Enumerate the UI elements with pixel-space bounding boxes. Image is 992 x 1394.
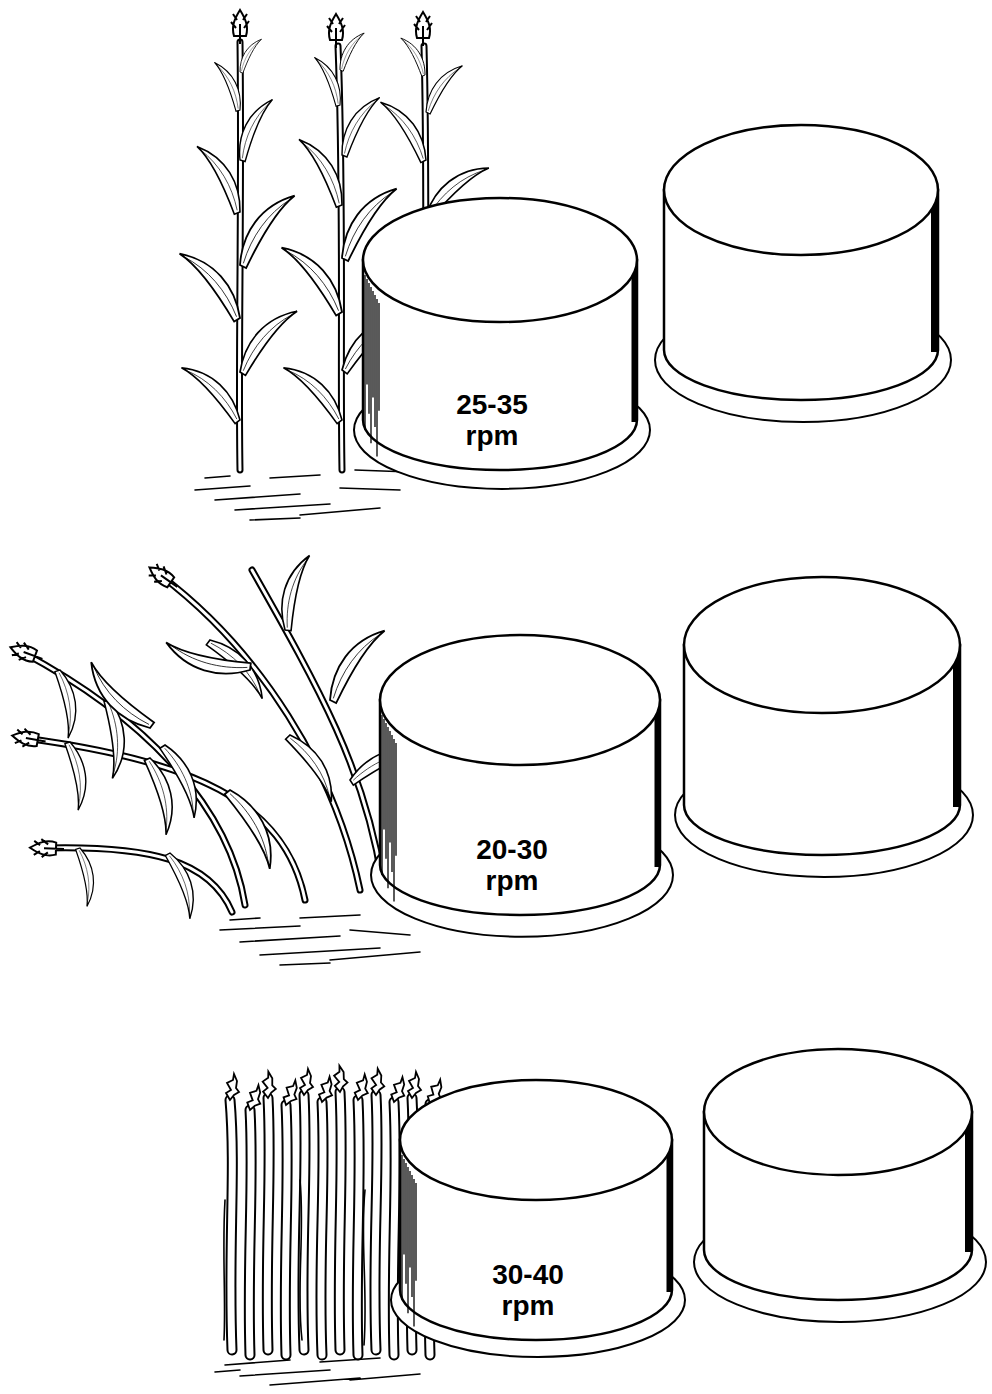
drum-shade <box>931 200 937 352</box>
rpm-label: 25-35 rpm <box>442 389 542 451</box>
seed-head <box>318 1076 334 1104</box>
corn-stalk <box>22 652 245 905</box>
drum-shade <box>632 270 637 422</box>
seed-head <box>332 1065 349 1093</box>
corn-leaf <box>85 650 155 740</box>
seed-head <box>300 1069 313 1095</box>
drum-top <box>380 635 660 765</box>
drum-hatching <box>391 735 392 872</box>
speed-label: 20-30 rpm <box>462 834 562 896</box>
corn-stalk <box>160 575 360 890</box>
rpm-label: 20-30 rpm <box>462 834 562 896</box>
ground-marks <box>215 1358 420 1385</box>
stem-lines <box>224 1180 365 1345</box>
corn-leaf <box>266 552 328 632</box>
drum-hatching <box>405 1163 406 1284</box>
corn-leaf <box>232 37 269 74</box>
corn-stalk <box>160 575 360 890</box>
drum-hatching <box>409 1171 410 1268</box>
roller-drum: 30-40 rpm <box>386 1076 686 1362</box>
drum-hatching <box>381 715 382 875</box>
drum-top <box>400 1080 672 1200</box>
corn-leaf <box>144 758 172 835</box>
drum-hatching <box>389 731 390 843</box>
corn-tassel <box>414 12 432 46</box>
rpm-label: 30-40 rpm <box>478 1259 578 1321</box>
seed-head <box>408 1072 421 1098</box>
corn-tassel <box>327 14 345 48</box>
speed-label: 25-35 rpm <box>442 389 542 451</box>
ground-marks <box>220 915 420 965</box>
seed-head <box>370 1068 385 1095</box>
drum-top <box>704 1049 972 1175</box>
ground-marks <box>195 470 410 520</box>
drum-top <box>664 125 938 255</box>
drum-hatching <box>364 275 365 430</box>
seed-head <box>246 1084 263 1112</box>
drum-hatching <box>366 279 367 384</box>
drum-hatching <box>415 1183 416 1281</box>
corn-stalk <box>42 848 232 912</box>
roller-drum: 25-35 rpm <box>349 194 651 492</box>
drum-hatching <box>411 1175 412 1297</box>
drum-hatching <box>368 283 369 414</box>
corn-stalk <box>22 652 245 905</box>
corn-tassel <box>7 639 45 668</box>
drum-shade <box>953 655 959 807</box>
seed-head <box>282 1079 300 1107</box>
corn-leaf <box>285 727 337 809</box>
drum-hatching <box>413 1179 414 1326</box>
drum-hatching <box>407 1167 408 1313</box>
corn-stalk <box>24 738 305 900</box>
grass-crop <box>215 1065 445 1385</box>
corn-leaf <box>171 362 251 424</box>
corn-leaf <box>59 742 89 811</box>
seed-head <box>390 1076 407 1104</box>
plain-drum <box>694 1049 986 1322</box>
drum-top <box>684 577 960 713</box>
corn-leaf <box>392 36 434 78</box>
drum-hatching <box>370 287 371 443</box>
corn-leaf <box>49 670 79 739</box>
plain-drum <box>655 125 951 422</box>
drum-shade <box>655 710 660 867</box>
drum-hatching <box>387 727 388 888</box>
drum-hatching <box>378 303 379 411</box>
drum-hatching <box>401 1155 402 1300</box>
corn-stalk <box>42 848 232 912</box>
roller-drum: 20-30 rpm <box>366 631 674 937</box>
corn-leaf <box>163 621 253 691</box>
corn-leaf <box>331 31 373 73</box>
drum-top <box>363 198 637 322</box>
drum-shade <box>667 1150 672 1292</box>
seed-head <box>226 1074 239 1100</box>
corn-stalk <box>24 738 305 900</box>
drum-hatching <box>374 295 375 427</box>
drum-hatching <box>376 299 377 456</box>
corn-leaf <box>224 784 277 876</box>
drum-hatching <box>383 719 384 829</box>
corn-tassel <box>231 10 249 44</box>
drum-hatching <box>395 743 396 856</box>
drum-hatching <box>403 1159 404 1254</box>
corn-leaf <box>273 362 353 424</box>
drum-hatching <box>385 723 386 859</box>
speed-label: 30-40 rpm <box>478 1259 578 1321</box>
seed-head <box>260 1071 276 1099</box>
plain-drum <box>675 577 973 877</box>
corn-tassel <box>144 560 182 594</box>
lodged-corn <box>7 552 426 965</box>
seed-head <box>354 1074 370 1101</box>
drum-shade <box>965 1122 971 1252</box>
corn-tassel <box>30 839 65 858</box>
corn-tassel <box>11 727 48 751</box>
corn-leaf <box>71 848 97 907</box>
drum-hatching <box>393 739 394 901</box>
drum-hatching <box>372 291 373 398</box>
corn-leaf <box>165 851 195 920</box>
